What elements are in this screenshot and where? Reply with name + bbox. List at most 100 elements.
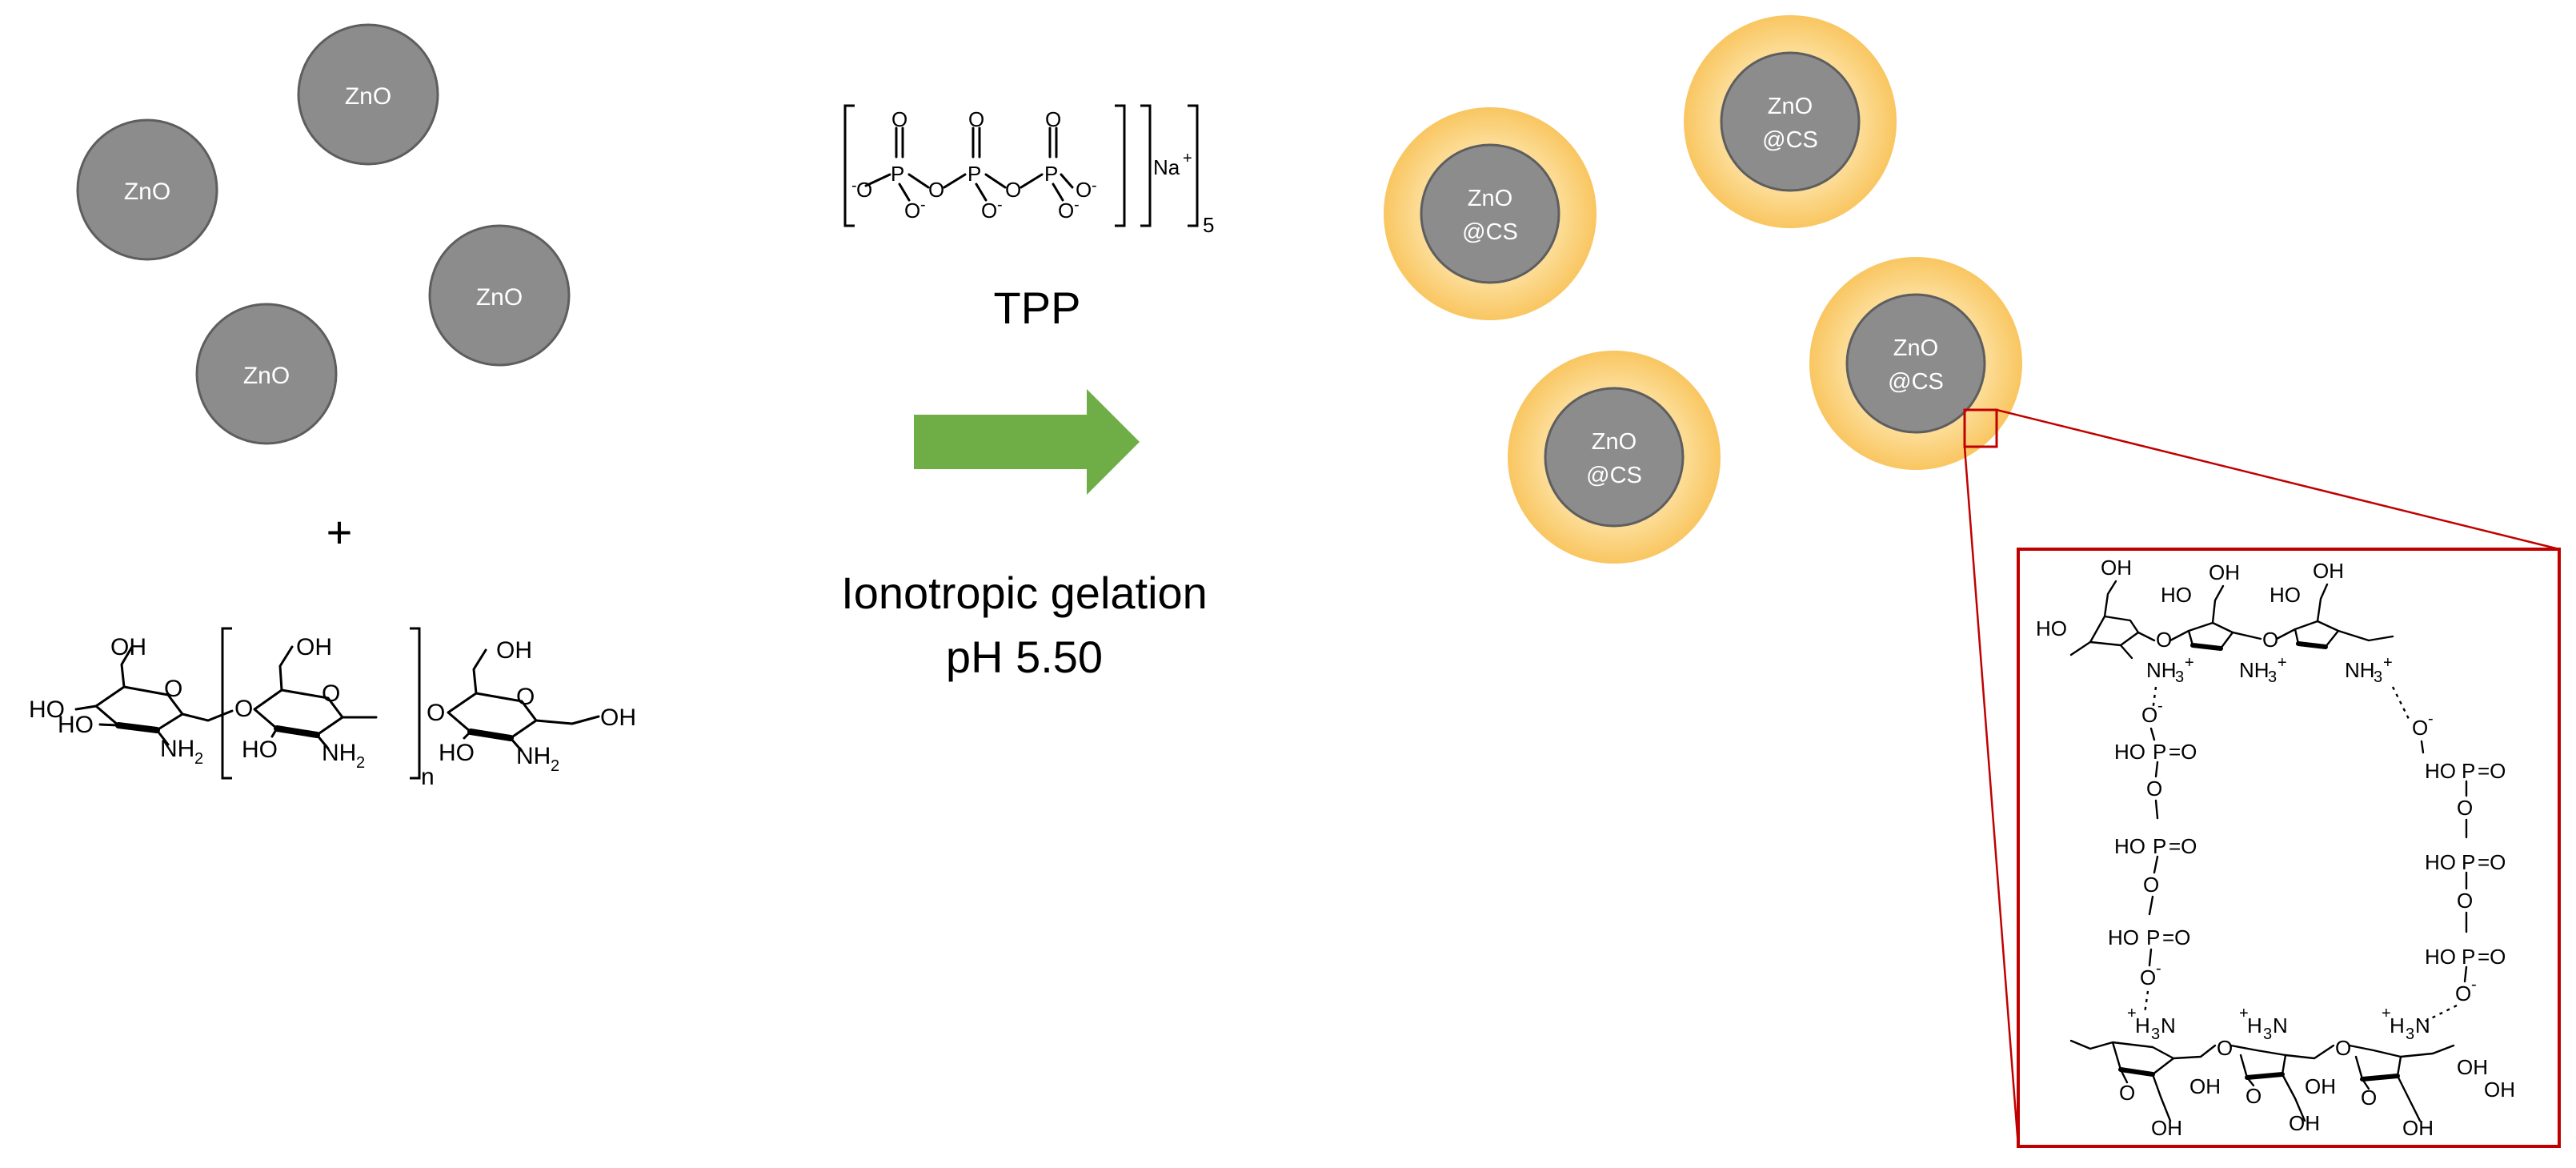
inset-o: O — [2217, 1036, 2233, 1060]
inset-ho: HO — [2036, 616, 2067, 640]
zno-cs-label-line2: @CS — [1888, 369, 1944, 395]
inset-minus: - — [2471, 976, 2477, 993]
tpp-o: O — [968, 107, 984, 131]
chitosan-repeat-n: n — [421, 764, 435, 790]
inset-top-chain: OH OH OH HO HO HO O O NH 3 + NH 3 + NH 3… — [2036, 556, 2394, 686]
inset-o: O — [2335, 1036, 2351, 1060]
chitosan-oh: OH — [296, 634, 332, 660]
inset-p: P — [2462, 759, 2475, 783]
inset-sub-3: 3 — [2268, 668, 2277, 686]
reaction-arrow — [914, 389, 1140, 495]
inset-p-double-o: =O — [2162, 925, 2190, 949]
inset-o: O — [2146, 777, 2162, 801]
inset-o: O — [2119, 1081, 2135, 1105]
inset-o: O — [2245, 1084, 2262, 1108]
tpp-label: TPP — [994, 283, 1081, 333]
tpp-na: Na — [1153, 155, 1180, 179]
chitosan-ring-o: O — [164, 676, 182, 702]
inset-p: P — [2462, 945, 2475, 969]
zoom-marker — [1963, 408, 1998, 448]
chitosan-glycosidic-o: O — [234, 696, 253, 722]
inset-h3n-h: H — [2390, 1013, 2405, 1038]
inset-oh: OH — [2305, 1074, 2336, 1098]
zoom-line-bottom — [1963, 446, 2020, 1147]
inset-oh: OH — [2457, 1055, 2488, 1079]
chitosan-nh2: NH — [160, 736, 194, 762]
chitosan-oh: OH — [496, 637, 532, 664]
inset-nh3: NH — [2239, 658, 2270, 682]
zno-particle-2: ZnO — [76, 118, 218, 261]
zno-particle-4: ZnO — [195, 303, 338, 445]
tpp-bridge-o: O — [1005, 178, 1021, 202]
chitosan-ho: HO — [29, 696, 65, 723]
zno-cs-label-line2: @CS — [1762, 127, 1818, 153]
tpp-minus: - — [997, 196, 1003, 214]
zno-label: ZnO — [243, 363, 290, 389]
tpp-o: O — [891, 107, 907, 131]
inset-oh: OH — [2289, 1111, 2320, 1135]
inset-h3n-n: N — [2273, 1013, 2288, 1038]
chitosan-ring-o: O — [322, 680, 340, 707]
inset-plus: + — [2239, 1005, 2249, 1022]
chitosan-nh2-sub: 2 — [194, 750, 203, 768]
inset-p-double-o: =O — [2478, 850, 2506, 874]
inset-o: O — [2457, 889, 2473, 913]
tpp-minus: - — [851, 177, 857, 195]
zno-cs-particle-1: ZnO @CS — [1684, 15, 1897, 228]
chitosan-ho: HO — [58, 712, 94, 738]
zno-particle-1: ZnO — [297, 23, 439, 166]
tpp-o-minus: O — [1076, 178, 1092, 202]
inset-o: O — [2457, 796, 2473, 820]
tpp-p: P — [891, 162, 904, 186]
crosslink-inset: OH OH OH HO HO HO O O NH 3 + NH 3 + NH 3… — [2017, 548, 2561, 1148]
chitosan-nh2: NH — [322, 740, 356, 766]
inset-ho: HO — [2114, 740, 2145, 764]
inset-oh: OH — [2484, 1078, 2515, 1102]
inset-bottom-chain: + H 3 N + H 3 N + H 3 N — [2069, 1005, 2515, 1140]
inset-ho: HO — [2114, 834, 2145, 858]
zno-cs-particle-3: ZnO @CS — [1809, 257, 2022, 470]
zno-cs-label-line1: ZnO — [1468, 186, 1512, 211]
inset-oh: OH — [2209, 560, 2240, 584]
inset-minus: - — [2428, 710, 2434, 728]
tpp-p: P — [968, 162, 981, 186]
inset-sub-3: 3 — [2263, 1026, 2272, 1043]
inset-o: O — [2262, 628, 2278, 652]
inset-plus: + — [2185, 654, 2194, 672]
zno-cs-label-line1: ZnO — [1893, 335, 1938, 361]
tpp-o-minus: O — [981, 199, 997, 223]
inset-oh: OH — [2402, 1116, 2434, 1140]
zno-cs-label-line2: @CS — [1462, 219, 1518, 245]
zno-cs-label-line1: ZnO — [1768, 94, 1813, 119]
inset-sub-3: 3 — [2406, 1026, 2414, 1043]
zoom-line-top — [1996, 408, 2560, 551]
inset-o: O — [2156, 628, 2172, 652]
inset-plus: + — [2382, 1005, 2391, 1022]
inset-p: P — [2153, 740, 2166, 764]
inset-h3n-n: N — [2161, 1013, 2176, 1038]
inset-oh: OH — [2189, 1074, 2221, 1098]
inset-ho: HO — [2425, 850, 2456, 874]
inset-oh: OH — [2101, 556, 2132, 580]
inset-sub-3: 3 — [2175, 668, 2184, 686]
reaction-condition-line2: pH 5.50 — [946, 632, 1103, 682]
inset-p: P — [2462, 850, 2475, 874]
inset-h3n-n: N — [2415, 1013, 2430, 1038]
inset-border — [2017, 548, 2561, 1148]
zno-cs-label-line1: ZnO — [1592, 429, 1637, 455]
inset-ho: HO — [2425, 759, 2456, 783]
inset-ho: HO — [2161, 583, 2192, 607]
inset-ho: HO — [2108, 925, 2139, 949]
reaction-condition-line1: Ionotropic gelation — [841, 568, 1208, 618]
inset-ho: HO — [2425, 945, 2456, 969]
inset-oh: OH — [2151, 1116, 2182, 1140]
chitosan-ho: HO — [242, 737, 278, 763]
inset-p: P — [2146, 925, 2160, 949]
inset-minus: - — [2156, 960, 2161, 977]
chitosan-nh2-sub: 2 — [356, 754, 365, 772]
inset-o-minus: O — [2412, 716, 2428, 740]
inset-oh: OH — [2313, 559, 2344, 583]
inset-ho: HO — [2270, 583, 2301, 607]
tpp-na-plus: + — [1183, 150, 1192, 167]
